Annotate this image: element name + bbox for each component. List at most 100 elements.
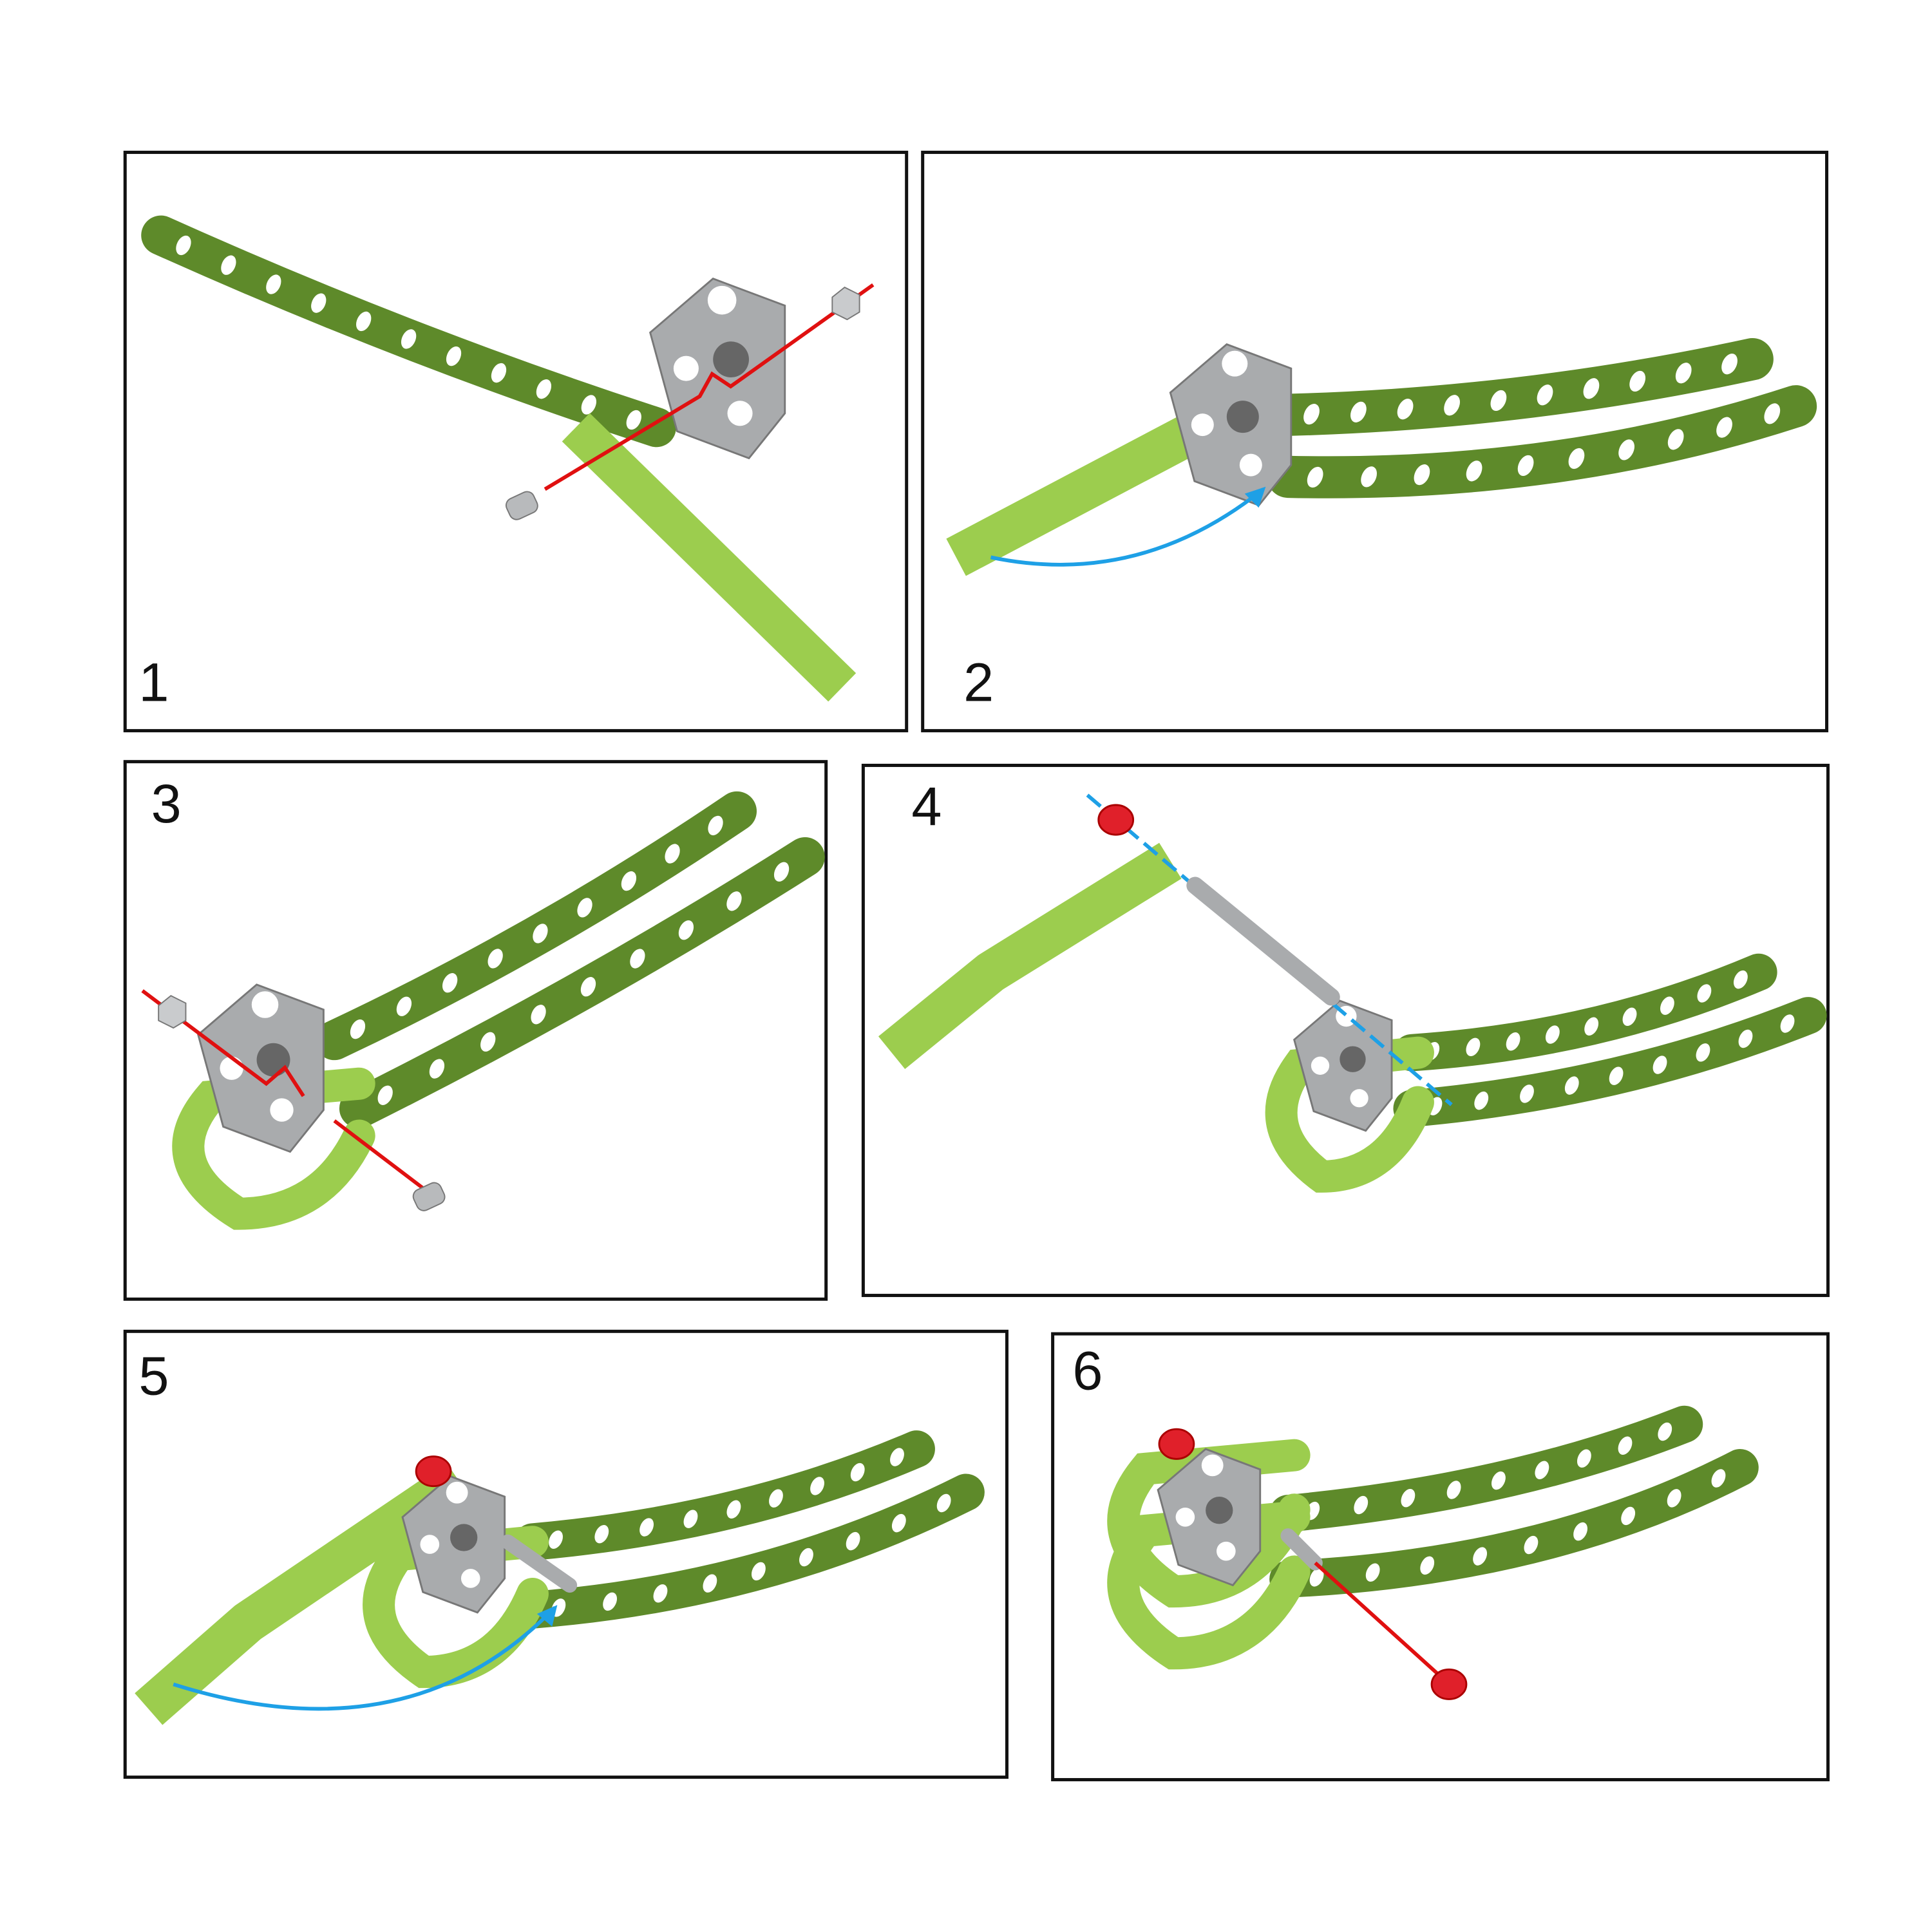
hole [1309, 1568, 1324, 1587]
hole [460, 1569, 480, 1588]
hole [581, 395, 596, 415]
hole [429, 1059, 445, 1079]
arrow-head [536, 1605, 558, 1627]
step-number-1: 1 [138, 651, 169, 712]
hole [1466, 460, 1482, 482]
perforated-strip-lower [1267, 385, 1817, 498]
perforated-strip-upper [1393, 953, 1777, 1072]
bent-bar [135, 1462, 470, 1725]
hole [356, 311, 372, 332]
hole [1716, 417, 1732, 438]
hole [1311, 1056, 1330, 1075]
hole [251, 991, 279, 1018]
hole [176, 235, 191, 256]
nut [1206, 1497, 1233, 1524]
bent-bar [878, 842, 1182, 1069]
hole [603, 1592, 618, 1611]
step-number-4: 4 [911, 775, 942, 837]
folded-loop [363, 1526, 549, 1689]
hole [1520, 1084, 1534, 1103]
hole [1622, 1007, 1637, 1027]
red-cap [1430, 1668, 1468, 1700]
step-number-5: 5 [138, 1345, 169, 1406]
hole [1675, 363, 1692, 384]
hole [890, 1448, 904, 1466]
hole [1667, 429, 1684, 450]
hole [1660, 996, 1674, 1015]
nut [1226, 401, 1259, 433]
perforated-strip-lower [514, 1473, 985, 1629]
red-guide-line [544, 283, 875, 491]
hole [1537, 384, 1553, 406]
hole [1568, 448, 1585, 469]
hole [1191, 413, 1214, 437]
hole [491, 363, 507, 383]
hole [1414, 464, 1430, 486]
red-guide-line [1314, 1561, 1448, 1683]
perforated-strip-lower [1269, 1449, 1759, 1598]
hole [1621, 1506, 1636, 1526]
perforated-strip [141, 215, 676, 448]
hole [726, 891, 742, 911]
step-number-6: 6 [1072, 1340, 1103, 1401]
hole [1466, 1037, 1481, 1057]
hole [1696, 1043, 1710, 1062]
hole [683, 1510, 698, 1528]
angle-bracket [649, 278, 786, 460]
folded-loop [172, 1067, 375, 1230]
hole [1653, 1056, 1667, 1074]
hole [1609, 1066, 1624, 1085]
hole [726, 1500, 741, 1519]
hole [1239, 453, 1262, 477]
hex-nut [158, 995, 187, 1029]
hole [1545, 1025, 1560, 1044]
hole [396, 996, 412, 1016]
hole [707, 285, 737, 315]
hole [531, 1005, 546, 1025]
hole [1667, 1489, 1681, 1508]
hole [891, 1513, 906, 1533]
hole [727, 401, 753, 426]
hole [1361, 466, 1377, 488]
angle-bracket [1169, 343, 1293, 507]
perforated-strip-upper [1267, 338, 1774, 436]
perforated-strip-upper [314, 791, 757, 1061]
hole [1420, 1556, 1435, 1575]
hole [1573, 1522, 1588, 1541]
hole [1618, 1436, 1633, 1455]
perforated-strip-lower [339, 837, 825, 1128]
nut [713, 341, 749, 378]
hole [678, 920, 694, 940]
hole [1444, 395, 1460, 416]
hole [446, 1481, 468, 1504]
perforated-strip-upper [1269, 1405, 1703, 1532]
hole [350, 1019, 366, 1039]
hole [1492, 1471, 1506, 1490]
hole [1733, 970, 1748, 989]
hole [846, 1531, 860, 1551]
red-cap [415, 1455, 452, 1488]
hole [480, 1032, 496, 1052]
hole [751, 1562, 766, 1581]
screw-icon [505, 491, 538, 520]
hole [1583, 378, 1600, 399]
hole [1365, 1563, 1380, 1582]
hole [626, 410, 641, 430]
hole [1307, 466, 1323, 488]
hole [799, 1548, 813, 1567]
hole [1780, 1014, 1795, 1033]
hole [1697, 984, 1712, 1003]
hole [1473, 1547, 1488, 1566]
hole [1738, 1029, 1753, 1048]
step-number-3: 3 [151, 773, 182, 834]
axle-rod [500, 1534, 578, 1593]
hole [1764, 403, 1781, 424]
hole [810, 1477, 824, 1495]
hole [442, 973, 458, 993]
hole [708, 815, 723, 836]
hole [446, 346, 462, 366]
screw-icon [412, 1182, 446, 1211]
hole [653, 1584, 668, 1603]
angle-bracket [401, 1475, 506, 1614]
